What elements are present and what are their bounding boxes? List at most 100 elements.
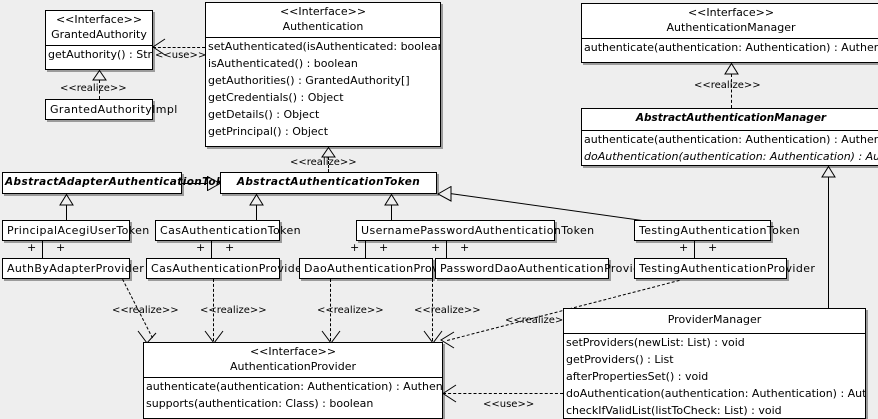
connector-generalization-cas-token — [256, 205, 257, 220]
class-abstract-authentication-manager[interactable]: AbstractAuthenticationManager authentica… — [581, 108, 878, 166]
relationship-label-realize-4: <<realize>> — [694, 80, 761, 91]
open-arrowhead-icon — [440, 331, 455, 349]
class-name: AbstractAuthenticationManager — [635, 112, 827, 124]
class-header: GrantedAuthorityImpl — [46, 100, 178, 122]
divider — [144, 377, 442, 379]
class-name: GrantedAuthorityImpl — [50, 103, 178, 116]
connector-use-provider-manager — [443, 393, 563, 394]
open-arrowhead-icon — [152, 38, 166, 56]
connector-realize-cas-provider — [213, 279, 214, 341]
hollow-triangle-right-icon — [207, 176, 221, 191]
class-abstract-adapter-authentication-token[interactable]: AbstractAdapterAuthenticationToken — [2, 172, 238, 194]
class-abstract-authentication-token[interactable]: AbstractAuthenticationToken — [220, 172, 437, 194]
class-header: <<Interface>> AuthenticationManager — [582, 4, 878, 38]
class-header: PasswordDaoAuthenticationProvider — [436, 259, 653, 281]
connector-generalization-principal-token — [66, 205, 67, 220]
connector-association-testing — [694, 241, 695, 258]
role-marker-plus: + — [708, 241, 718, 254]
operation: setProviders(newList: List) : void — [566, 335, 745, 349]
connector-generalization-adapter-token — [182, 183, 208, 184]
divider — [206, 37, 440, 39]
relationship-label-realize-17: <<realize>> — [200, 305, 267, 316]
class-username-password-authentication-token[interactable]: UsernamePasswordAuthenticationToken — [356, 220, 594, 243]
class-header: CasAuthenticationProvider — [147, 259, 308, 281]
stereotype-label: <<Interface>> — [687, 6, 775, 19]
class-authentication-manager[interactable]: <<Interface>> AuthenticationManager auth… — [581, 3, 878, 63]
class-name: TestingAuthenticationProvider — [639, 262, 816, 275]
operation: getAuthority() : String — [48, 48, 152, 62]
class-header: AbstractAuthenticationToken — [221, 173, 436, 193]
connector-generalization-username-token — [391, 205, 392, 220]
connector-association-password-dao — [446, 241, 447, 258]
operation: authenticate(authentication: Authenticat… — [146, 380, 442, 394]
relationship-label-realize-16: <<realize>> — [112, 305, 179, 316]
class-header: <<Interface>> Authentication — [206, 3, 440, 37]
role-marker-plus: + — [460, 241, 470, 254]
class-granted-authority-impl[interactable]: GrantedAuthorityImpl — [45, 99, 178, 122]
role-marker-plus: + — [431, 241, 441, 254]
class-name: AuthByAdapterProvider — [7, 262, 145, 275]
class-name: DaoAuthenticationProvider — [304, 262, 462, 275]
role-marker-plus: + — [196, 241, 206, 254]
operations-compartment: authenticate(authentication: Authenticat… — [582, 131, 878, 165]
class-header: TestingAuthenticationProvider — [635, 259, 816, 281]
operations-compartment: authenticate(authentication: Authenticat… — [582, 39, 878, 56]
role-marker-plus: + — [27, 241, 37, 254]
class-dao-authentication-provider[interactable]: DaoAuthenticationProvider — [299, 258, 462, 279]
operation: afterPropertiesSet() : void — [566, 369, 709, 383]
class-name: AbstractAuthenticationToken — [236, 176, 421, 188]
divider — [46, 45, 152, 47]
hollow-triangle-icon — [321, 147, 336, 158]
class-testing-authentication-provider[interactable]: TestingAuthenticationProvider — [634, 258, 816, 281]
hollow-triangle-icon — [92, 70, 107, 81]
connector-association-cas — [211, 241, 212, 258]
role-marker-plus: + — [225, 241, 235, 254]
operation: getPrincipal() : Object — [208, 125, 329, 139]
operation: doAuthentication(authentication: Authent… — [584, 149, 878, 163]
connector-generalization-provider-manager — [828, 177, 829, 308]
class-name: PasswordDaoAuthenticationProvider — [440, 262, 653, 275]
operation: getProviders() : List — [566, 352, 674, 366]
class-cas-authentication-provider[interactable]: CasAuthenticationProvider — [146, 258, 308, 281]
relationship-label-use-1: <<use>> — [155, 50, 207, 61]
connector-generalization-testing-token — [449, 193, 643, 221]
class-principal-acegi-user-token[interactable]: PrincipalAcegiUserToken — [2, 220, 150, 243]
operation: getCredentials() : Object — [208, 91, 344, 105]
operations-compartment: setAuthenticated(isAuthenticated: boolea… — [206, 38, 440, 140]
operation: doAuthentication(authentication: Authent… — [566, 386, 865, 400]
relationship-label-realize-3: <<realize>> — [290, 157, 357, 168]
operation: getAuthorities() : GrantedAuthority[] — [208, 74, 410, 88]
class-header: CasAuthenticationToken — [156, 221, 301, 243]
class-authentication-provider[interactable]: <<Interface>> AuthenticationProvider aut… — [143, 342, 443, 419]
class-auth-by-adapter-provider[interactable]: AuthByAdapterProvider — [2, 258, 145, 279]
class-header: ProviderManager — [564, 309, 865, 333]
class-name: CasAuthenticationProvider — [151, 262, 308, 275]
class-cas-authentication-token[interactable]: CasAuthenticationToken — [155, 220, 301, 243]
class-granted-authority[interactable]: <<Interface>> GrantedAuthority getAuthor… — [45, 10, 153, 70]
role-marker-plus: + — [679, 241, 689, 254]
operation: isAuthenticated() : boolean — [208, 57, 358, 71]
class-provider-manager[interactable]: ProviderManager setProviders(newList: Li… — [563, 308, 866, 419]
hollow-triangle-icon — [384, 194, 399, 206]
class-header: PrincipalAcegiUserToken — [3, 221, 150, 243]
connector-association-principal-authbyadapter — [42, 241, 43, 258]
stereotype-label: <<Interface>> — [249, 345, 337, 358]
hollow-triangle-left-icon — [436, 186, 452, 202]
connector-realize-abstract-auth-token — [328, 157, 329, 172]
stereotype-label: <<Interface>> — [55, 13, 143, 26]
class-authentication[interactable]: <<Interface>> Authentication setAuthenti… — [205, 2, 441, 147]
connector-realize-password-dao-provider — [432, 279, 433, 341]
relationship-label-realize-18: <<realize>> — [317, 305, 384, 316]
operations-compartment: authenticate(authentication: Authenticat… — [144, 378, 442, 412]
connector-association-dao — [365, 241, 366, 258]
class-name: ProviderManager — [667, 313, 762, 326]
class-testing-authentication-token[interactable]: TestingAuthenticationToken — [634, 220, 800, 241]
class-password-dao-authentication-provider[interactable]: PasswordDaoAuthenticationProvider — [435, 258, 653, 281]
operations-compartment: getAuthority() : String — [46, 46, 152, 63]
stereotype-label: <<Interface>> — [279, 5, 367, 18]
class-header: <<Interface>> AuthenticationProvider — [144, 343, 442, 377]
class-name: PrincipalAcegiUserToken — [7, 224, 150, 237]
divider — [582, 38, 878, 40]
class-header: UsernamePasswordAuthenticationToken — [357, 221, 594, 243]
